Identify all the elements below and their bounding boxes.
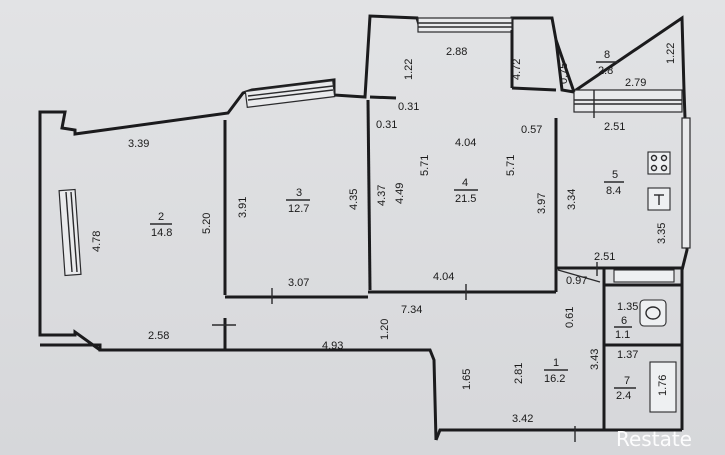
watermark: Restate [616,427,692,451]
interior-walls [223,30,682,430]
fixtures [557,151,677,413]
room-5-area: 8.4 [606,185,621,197]
dim-1-22-left: 1.22 [403,59,415,80]
door-ticks [212,90,598,442]
dim-2-51-top: 2.51 [604,121,625,133]
dim-4-72: 4.72 [511,59,523,80]
dim-1-22-right: 1.22 [665,43,677,64]
counter-icon [613,269,675,283]
wall-bottom [40,343,438,441]
dim-4-04-bottom: 4.04 [433,271,454,283]
dim-3-07: 3.07 [288,277,309,289]
room-5-number: 5 [612,169,618,181]
dim-0-31-b: 0.31 [376,119,397,131]
dim-1-76: 1.76 [657,375,669,396]
dim-1-65: 1.65 [461,369,473,390]
room-6-area: 1.1 [615,329,630,341]
room-1-area: 16.2 [544,373,565,385]
window-balcony [573,89,683,113]
dim-1-35: 1.35 [617,301,638,313]
wall-bottom-right [434,428,682,441]
dim-7-34: 7.34 [401,304,422,316]
window-room-2 [58,188,82,277]
room-8-area: 2.8 [598,65,613,77]
dim-3-42: 3.42 [512,413,533,425]
dim-2-79: 2.79 [625,77,646,89]
dim-2-58: 2.58 [148,330,169,342]
toilet-icon [639,299,667,327]
outer-walls [38,14,689,441]
room-4-area: 21.5 [455,193,476,205]
watermark-logo: Restate [616,427,692,451]
dim-4-37: 4.37 [376,185,388,206]
dim-5-71-left: 5.71 [419,155,431,176]
bathtub-icon [649,361,677,413]
room-7-number: 7 [624,375,630,387]
room-2-number: 2 [158,211,164,223]
room-2-area: 14.8 [151,227,172,239]
dim-0-75: 0.75 [558,63,570,84]
window-room-3 [244,80,336,108]
wall-3-4 [366,99,372,291]
room-7-area: 2.4 [616,390,631,402]
room-6-number: 6 [621,315,627,327]
dim-2-88: 2.88 [446,46,467,58]
dim-1-37: 1.37 [617,349,638,361]
dimension-labels: 3.39 4.78 5.20 2.58 3.91 3.07 4.35 4.37 … [91,43,677,425]
dim-4-04-top: 4.04 [455,137,476,149]
dim-3-97: 3.97 [536,193,548,214]
dim-3-34: 3.34 [566,189,578,210]
dim-3-39: 3.39 [128,138,149,150]
wall-room4-step [511,86,557,92]
dim-4-93: 4.93 [322,340,343,352]
dim-3-91: 3.91 [237,197,249,218]
dim-1-20: 1.20 [379,319,391,340]
dim-0-61: 0.61 [564,307,576,328]
dim-5-71-right: 5.71 [505,155,517,176]
dim-3-43: 3.43 [589,349,601,370]
stove-icon [647,151,671,175]
dim-2-51-bottom: 2.51 [594,251,615,263]
dim-4-49: 4.49 [394,183,406,204]
window-room-4 [417,17,513,33]
room-3-number: 3 [296,187,302,199]
dim-0-97: 0.97 [566,275,587,287]
room-labels: 2 14.8 3 12.7 4 21.5 5 8.4 8 2.8 1 16.2 … [150,49,636,402]
window-kitchen [681,117,691,249]
wall-room4-top-left [369,95,397,100]
dim-5-20: 5.20 [201,213,213,234]
dim-3-35: 3.35 [656,223,668,244]
wall-left-wing [38,14,689,430]
windows [58,17,691,277]
room-4-number: 4 [462,177,468,189]
room-8-number: 8 [604,49,610,61]
wall-balcony-left [554,39,576,93]
dim-0-57: 0.57 [521,124,542,136]
dim-2-81: 2.81 [513,363,525,384]
room-1-number: 1 [553,357,559,369]
room-3-area: 12.7 [288,203,309,215]
dim-4-78: 4.78 [91,231,103,252]
dim-0-31-a: 0.31 [398,101,419,113]
dim-4-35: 4.35 [348,189,360,210]
